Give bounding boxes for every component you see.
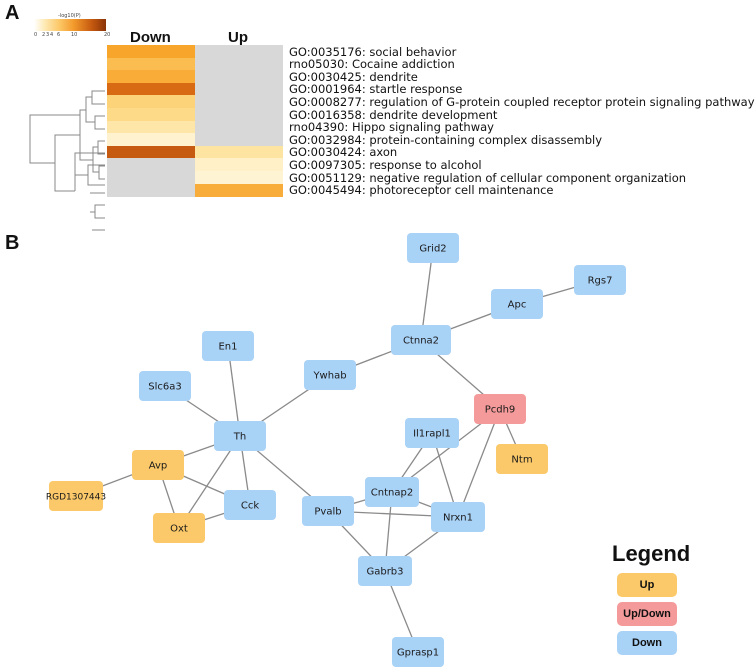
heatmap-cell-up — [195, 171, 283, 184]
network-node-gabrb3[interactable]: Gabrb3 — [358, 556, 412, 586]
colorbar-tick-label: 3 — [46, 32, 50, 38]
network-node-il1rapl1[interactable]: Il1rapl1 — [405, 418, 459, 448]
svg-text:Cntnap2: Cntnap2 — [371, 488, 413, 499]
svg-text:Nrxn1: Nrxn1 — [443, 513, 473, 524]
network-node-pvalb[interactable]: Pvalb — [302, 496, 354, 526]
heatmap-cell-down — [107, 108, 195, 121]
term-label: GO:0008277: regulation of G-protein coup… — [289, 94, 755, 109]
colorbar — [34, 19, 106, 31]
heatmap-cell-up — [195, 158, 283, 172]
network-node-th[interactable]: Th — [214, 421, 266, 451]
svg-text:Avp: Avp — [149, 461, 168, 472]
svg-text:RGD1307443: RGD1307443 — [46, 493, 106, 503]
network-node-oxt[interactable]: Oxt — [153, 513, 205, 543]
colorbar-tick-label: 2 — [42, 32, 46, 38]
heatmap-cell-up — [195, 183, 283, 197]
term-label: GO:0045494: photoreceptor cell maintenan… — [289, 183, 554, 198]
svg-text:Grid2: Grid2 — [419, 244, 446, 255]
heatmap-cell-up — [195, 145, 283, 159]
colorbar-tick-label: 10 — [71, 32, 78, 38]
network-node-ctnna2[interactable]: Ctnna2 — [391, 325, 451, 355]
panel-a-letter: A — [5, 2, 20, 24]
heatmap-cell-down — [107, 82, 195, 96]
dendrogram — [79, 90, 105, 231]
colorbar-tick-label: 0 — [34, 32, 38, 38]
legend-up-down: Up/Down — [617, 602, 677, 626]
colorbar-title: -log10(P) — [58, 13, 81, 19]
heatmap-cell-down — [107, 120, 195, 134]
network-node-rgd1307443[interactable]: RGD1307443 — [46, 481, 106, 511]
network-node-ywhab[interactable]: Ywhab — [304, 360, 356, 390]
term-label: GO:0030424: axon — [289, 145, 398, 160]
heatmap-cell-down — [107, 158, 195, 172]
term-label: GO:0032984: protein-containing complex d… — [289, 132, 603, 147]
heatmap-cell-up — [195, 82, 283, 96]
heatmap-cell-up — [195, 95, 283, 109]
svg-text:Cck: Cck — [241, 501, 259, 512]
network-node-grid2[interactable]: Grid2 — [407, 233, 459, 263]
network-node-avp[interactable]: Avp — [132, 450, 184, 480]
network-node-nrxn1[interactable]: Nrxn1 — [431, 502, 485, 532]
svg-text:Ntm: Ntm — [511, 455, 532, 466]
svg-text:Rgs7: Rgs7 — [588, 276, 613, 287]
heatmap-cell-down — [107, 95, 195, 109]
colorbar-tick-label: 4 — [50, 32, 54, 38]
column-header-down: Down — [130, 29, 171, 46]
colorbar-tick-label: 20 — [104, 32, 111, 38]
network-node-en1[interactable]: En1 — [202, 331, 254, 361]
panel-b-letter: B — [5, 232, 20, 254]
term-label: GO:0035176: social behavior — [289, 44, 457, 59]
term-label: GO:0001964: startle response — [289, 82, 463, 97]
svg-text:Ywhab: Ywhab — [312, 371, 346, 382]
heatmap-cell-down — [107, 45, 195, 58]
heatmap-cell-down — [107, 145, 195, 159]
heatmap-cell-down — [107, 57, 195, 71]
network-node-apc[interactable]: Apc — [491, 289, 543, 319]
network-node-cntnap2[interactable]: Cntnap2 — [365, 477, 419, 507]
heatmap-cell-up — [195, 120, 283, 134]
svg-text:Oxt: Oxt — [170, 524, 188, 535]
network-node-ntm[interactable]: Ntm — [496, 444, 548, 474]
legend-down: Down — [617, 631, 677, 655]
svg-text:Gprasp1: Gprasp1 — [397, 648, 439, 659]
heatmap-cell-up — [195, 45, 283, 58]
network-node-cck[interactable]: Cck — [224, 490, 276, 520]
svg-text:En1: En1 — [218, 342, 237, 353]
svg-text:Ctnna2: Ctnna2 — [403, 336, 439, 347]
heatmap-cell-up — [195, 108, 283, 121]
heatmap-cell-up — [195, 133, 283, 147]
svg-text:Slc6a3: Slc6a3 — [148, 382, 181, 393]
network-node-pcdh9[interactable]: Pcdh9 — [474, 394, 526, 424]
term-label: rno05030: Cocaine addiction — [289, 57, 455, 72]
network-node-rgs7[interactable]: Rgs7 — [574, 265, 626, 295]
column-header-up: Up — [228, 29, 248, 46]
legend-up: Up — [617, 573, 677, 597]
svg-text:Th: Th — [233, 432, 246, 443]
svg-text:Pcdh9: Pcdh9 — [485, 405, 516, 416]
term-label: rno04390: Hippo signaling pathway — [289, 120, 494, 135]
svg-text:Pvalb: Pvalb — [314, 507, 341, 518]
heatmap-cell-down — [107, 70, 195, 84]
colorbar-tick-label: 6 — [57, 32, 61, 38]
heatmap-cell-up — [195, 57, 283, 71]
svg-text:Apc: Apc — [508, 300, 527, 311]
svg-text:Il1rapl1: Il1rapl1 — [413, 429, 451, 440]
term-label: GO:0030425: dendrite — [289, 69, 418, 84]
term-label: GO:0016358: dendrite development — [289, 107, 498, 122]
term-label: GO:0051129: negative regulation of cellu… — [289, 170, 687, 185]
svg-text:Gabrb3: Gabrb3 — [366, 567, 403, 578]
term-label: GO:0097305: response to alcohol — [289, 157, 482, 172]
network-edge — [178, 435, 241, 529]
heatmap-cell-down — [107, 183, 195, 197]
dendrogram-lower — [29, 114, 105, 192]
heatmap-cell-down — [107, 171, 195, 184]
heatmap-cell-up — [195, 70, 283, 84]
network-edge — [420, 247, 434, 341]
legend-title: Legend — [612, 541, 691, 566]
network-edge — [457, 408, 501, 518]
network-node-slc6a3[interactable]: Slc6a3 — [139, 371, 191, 401]
network-node-gprasp1[interactable]: Gprasp1 — [392, 637, 444, 667]
heatmap-cell-down — [107, 133, 195, 147]
